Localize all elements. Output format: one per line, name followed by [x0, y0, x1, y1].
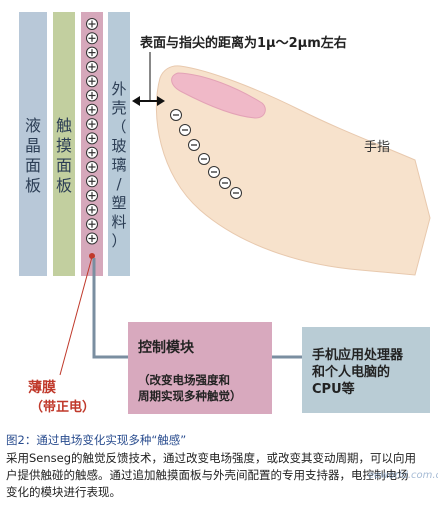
control-module-title: 控制模块	[138, 340, 194, 356]
cpu-box: 手机应用处理器 和个人电脑的 CPU等	[302, 327, 430, 413]
plus-charge	[86, 60, 98, 73]
plus-charge	[86, 132, 98, 145]
minus-charge	[230, 187, 242, 199]
plus-charge	[86, 103, 98, 116]
plus-charge	[86, 18, 98, 30]
negative-charges	[170, 109, 242, 199]
minus-charge	[219, 177, 231, 189]
touch-panel: 触摸面板	[53, 12, 75, 276]
film-label: 薄膜	[28, 380, 56, 396]
minus-charge	[208, 166, 220, 178]
lcd-panel: 液晶面板	[19, 12, 47, 276]
plus-charge	[86, 89, 98, 102]
shell-layer: 外壳（玻璃/塑料）	[108, 12, 130, 276]
figure-caption-line-3: 变化的模块进行表现。	[6, 485, 121, 499]
film-contact-dot	[89, 253, 95, 259]
figure-caption-line-2: 户提供触碰的触感。通过追加触摸面板与外壳间配置的专用支持器，电控制电场	[6, 468, 409, 482]
control-module-box: 控制模块 （改变电场强度和 周期实现多种触觉）	[128, 322, 272, 414]
plus-charge	[86, 189, 98, 202]
plus-charge	[86, 75, 98, 88]
minus-charge	[179, 124, 191, 136]
positive-charges	[86, 18, 98, 245]
plus-charge	[86, 175, 98, 188]
finger-shape	[155, 65, 431, 276]
lcd-panel-label: 液晶面板	[24, 116, 41, 195]
control-module-desc-1: （改变电场强度和	[138, 373, 230, 387]
figure-caption-title: 图2：通过电场变化实现多种“触感”	[6, 433, 187, 447]
minus-charge	[188, 139, 200, 151]
figure-caption-line-1: 采用Senseg的触觉反馈技术，通过改变电场强度，或改变其变动周期，可以向用	[6, 451, 417, 465]
plus-charge	[86, 118, 98, 131]
cpu-line-2: 和个人电脑的	[312, 365, 391, 380]
minus-charge	[170, 109, 182, 121]
shell-label: 外壳（玻璃/塑料）	[111, 80, 127, 250]
minus-charge	[198, 153, 210, 165]
gap-distance-label: 表面与指尖的距离为1μ～2μm左右	[140, 36, 347, 51]
cpu-line-1: 手机应用处理器	[312, 348, 404, 363]
plus-charge	[86, 146, 98, 159]
fingernail-shape	[171, 72, 266, 119]
film-pointer-line	[59, 256, 93, 376]
touch-panel-label: 触摸面板	[55, 116, 72, 195]
gap-arrow-right-head	[157, 96, 165, 106]
plus-charge	[86, 218, 98, 231]
gap-arrow-left-head	[132, 96, 140, 106]
plus-charge	[86, 232, 98, 245]
plus-charge	[86, 161, 98, 173]
film-sub-label: （带正电）	[30, 400, 96, 415]
control-module-desc-2: 周期实现多种触觉）	[138, 389, 242, 403]
plus-charge	[86, 32, 98, 45]
plus-charge	[86, 46, 98, 59]
finger-label: 手指	[364, 140, 391, 155]
cpu-line-3: CPU等	[312, 382, 355, 397]
watermark-text: eeworld.com.cn	[368, 470, 438, 481]
plus-charge	[86, 203, 98, 216]
film-to-control-connector	[92, 258, 128, 359]
